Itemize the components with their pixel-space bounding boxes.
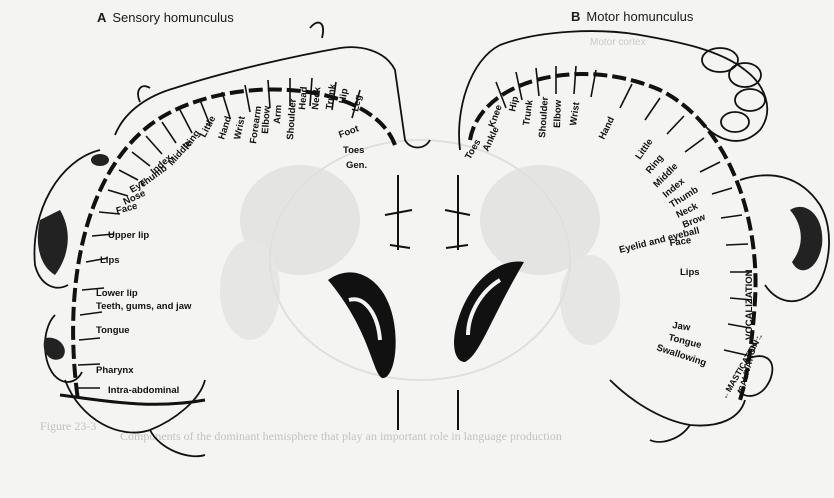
label-toes-a: Toes: [343, 145, 364, 156]
bleed-through: Figure 23-3 Components of the dominant h…: [40, 37, 646, 443]
label-hand-b: Hand: [597, 115, 617, 141]
panel-a-title: Sensory homunculus: [112, 10, 234, 25]
sensory-panel: Toes Gen. Foot Leg Hip Trunk Neck Head S…: [33, 21, 431, 458]
label-tongue-a: Tongue: [96, 325, 130, 336]
label-pharynx-a: Pharynx: [96, 365, 134, 376]
panel-a-letter: A: [97, 10, 107, 25]
label-face-a: Face: [115, 201, 139, 217]
label-shoulder-b: Shoulder: [537, 96, 551, 138]
label-hip-b: Hip: [507, 95, 521, 112]
sensory-cortex-arc: [71, 87, 397, 401]
sensory-eye-icon: [91, 154, 109, 166]
bleed-caption-prefix: Figure 23-3: [40, 419, 96, 433]
label-head-a: Head: [297, 86, 310, 110]
sensory-abdomen-line: [59, 393, 206, 406]
motor-hand-shape: [701, 47, 766, 133]
sensory-ticks: [77, 77, 361, 389]
label-elbow-b: Elbow: [552, 99, 564, 128]
motor-panel-title: B Motor homunculus: [571, 9, 693, 24]
label-intra-abdominal-a: Intra-abdominal: [108, 385, 179, 396]
label-teeth-a: Teeth, gums, and jaw: [96, 301, 192, 312]
panel-b-letter: B: [571, 9, 581, 24]
sensory-figure: [33, 21, 431, 458]
right-ventricle-shape: [454, 261, 524, 362]
label-wrist-b: Wrist: [568, 101, 582, 127]
label-leg-a: Leg: [350, 94, 364, 113]
label-lips-b: Lips: [680, 267, 700, 278]
label-lips-a: Lips: [100, 255, 120, 266]
label-elbow-a: Elbow: [260, 105, 273, 134]
motor-mouth-shape: [790, 206, 823, 271]
bleed-caption: Components of the dominant hemisphere th…: [120, 429, 562, 443]
sensory-tongue-shape: [43, 337, 65, 360]
sensory-panel-title: A Sensory homunculus: [97, 10, 234, 25]
label-gen-a: Gen.: [346, 160, 367, 171]
label-face-b: Face: [669, 235, 692, 249]
sensory-lips-shape: [37, 210, 68, 275]
label-lower-lip-a: Lower lip: [96, 288, 138, 299]
motor-cortex-arc: [468, 72, 758, 401]
label-neck-a: Neck: [310, 86, 323, 110]
label-upper-lip-a: Upper lip: [108, 230, 149, 241]
left-ventricle-shape: [328, 272, 396, 379]
label-jaw-b: Jaw: [672, 320, 692, 333]
label-arm-a: Arm: [272, 104, 284, 124]
brain-center: [328, 175, 524, 430]
label-vocalization-b: VOCALIZATION: [744, 269, 755, 340]
label-ankle-b: Ankle: [481, 125, 502, 153]
bleed-top: Motor cortex: [590, 37, 646, 48]
label-foot-a: Foot: [337, 123, 361, 141]
motor-figure: [458, 30, 830, 443]
label-forearm-a: Forearm: [248, 105, 264, 144]
motor-ticks: [495, 65, 753, 356]
label-trunk-b: Trunk: [521, 99, 536, 127]
label-hip-a: Hip: [337, 87, 351, 104]
midline-marks: [384, 175, 471, 430]
label-wrist-a: Wrist: [232, 114, 248, 140]
label-shoulder-a: Shoulder: [285, 98, 299, 140]
label-trunk-a: Trunk: [324, 83, 339, 111]
panel-b-title: Motor homunculus: [586, 9, 694, 24]
